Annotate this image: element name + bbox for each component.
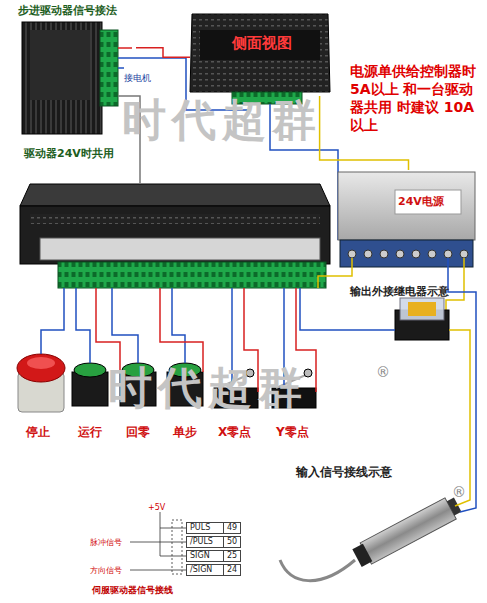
watermark: 时代超群	[122, 98, 322, 142]
note: 驱动器24V时共用	[24, 146, 114, 161]
pin-number: 50	[223, 537, 240, 547]
signal-name: /SIGN	[187, 565, 223, 575]
signal-name: SIGN	[187, 551, 223, 561]
button-label: 单步	[173, 424, 197, 441]
node-label: 输出外接继电器示意	[350, 284, 482, 299]
signal-name: +5V	[148, 503, 165, 512]
button-label: 运行	[78, 424, 102, 441]
pin-number: 25	[223, 551, 240, 561]
node-label: 输入信号接线示意	[296, 464, 482, 481]
signal-name: PULS	[187, 523, 223, 533]
stepper-driver: 步进驱动器信号接法	[18, 3, 136, 143]
node-label: 步进驱动器信号接法	[18, 3, 136, 18]
registered-mark: ®	[376, 364, 390, 380]
wire-connector	[136, 48, 190, 58]
switch-label: X零点	[218, 424, 251, 441]
watermark: 时代超群	[108, 366, 308, 410]
switch-label: Y零点	[276, 424, 309, 441]
signal-name: 方向信号	[90, 565, 122, 576]
side-view-controller: 侧面视图	[190, 10, 334, 96]
power-note: 电源单供给控制器时 5A以上 和一台驱动器共用 时建议 10A以上	[350, 62, 478, 134]
button-label: 停止	[26, 424, 50, 441]
pin-number: 49	[223, 523, 240, 533]
servo-terminal: /SIGN24	[186, 564, 241, 576]
servo-terminal: SIGN25	[186, 550, 241, 562]
node-label: 24V电源	[398, 194, 479, 209]
registered-mark: ®	[452, 484, 466, 500]
node-label: 侧面视图	[190, 34, 334, 53]
proximity-sensor: 输入信号接线示意	[296, 464, 482, 576]
servo-terminal: PULS49	[186, 522, 241, 534]
signal-name: /PULS	[187, 537, 223, 547]
servo-terminal: /PULS50	[186, 536, 241, 548]
power-supply: 24V电源	[338, 170, 479, 268]
button-label: 回零	[126, 424, 150, 441]
relay: 输出外接继电器示意	[350, 284, 482, 364]
wire-label: 接电机	[124, 72, 151, 85]
signal-name: 脉冲信号	[90, 537, 122, 548]
pin-number: 24	[223, 565, 240, 575]
caption-note: 伺服驱动器信号接线	[92, 584, 173, 597]
